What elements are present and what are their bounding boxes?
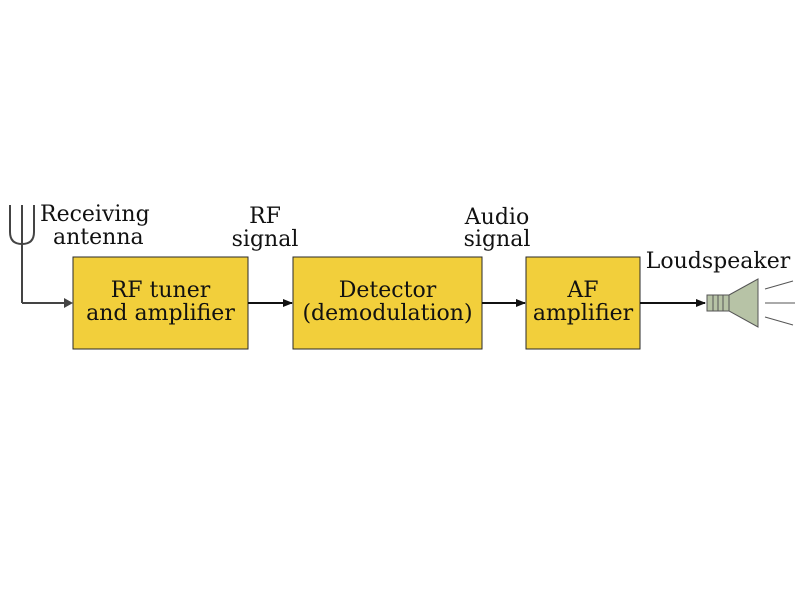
rf-tuner-label-line2: and amplifier — [86, 301, 235, 326]
loudspeaker-label: Loudspeaker — [646, 249, 791, 274]
rf-tuner-label-line1: RF tuner — [111, 278, 211, 303]
antenna-icon — [9, 205, 73, 308]
rf-signal-label-line2: signal — [232, 227, 299, 252]
rf-tuner-box — [72, 256, 249, 350]
detector-block: Detector (demodulation) — [292, 256, 483, 350]
detector-label-line2: (demodulation) — [302, 301, 472, 326]
rf-tuner-block: RF tuner and amplifier — [72, 256, 249, 350]
af-amplifier-block: AF amplifier — [525, 256, 641, 350]
af-amplifier-box — [525, 256, 641, 350]
detector-box — [292, 256, 483, 350]
af-amplifier-label-line2: amplifier — [533, 301, 634, 326]
detector-label-line1: Detector — [339, 278, 437, 303]
rf-signal-label-line1: RF — [249, 204, 281, 229]
audio-signal-label-line2: signal — [464, 227, 531, 252]
antenna-label-line2: antenna — [53, 225, 144, 250]
audio-signal-label-line1: Audio — [464, 205, 529, 230]
af-amplifier-label-line1: AF — [566, 278, 598, 303]
loudspeaker-icon — [706, 278, 795, 328]
antenna-label-line1: Receiving — [40, 202, 150, 227]
